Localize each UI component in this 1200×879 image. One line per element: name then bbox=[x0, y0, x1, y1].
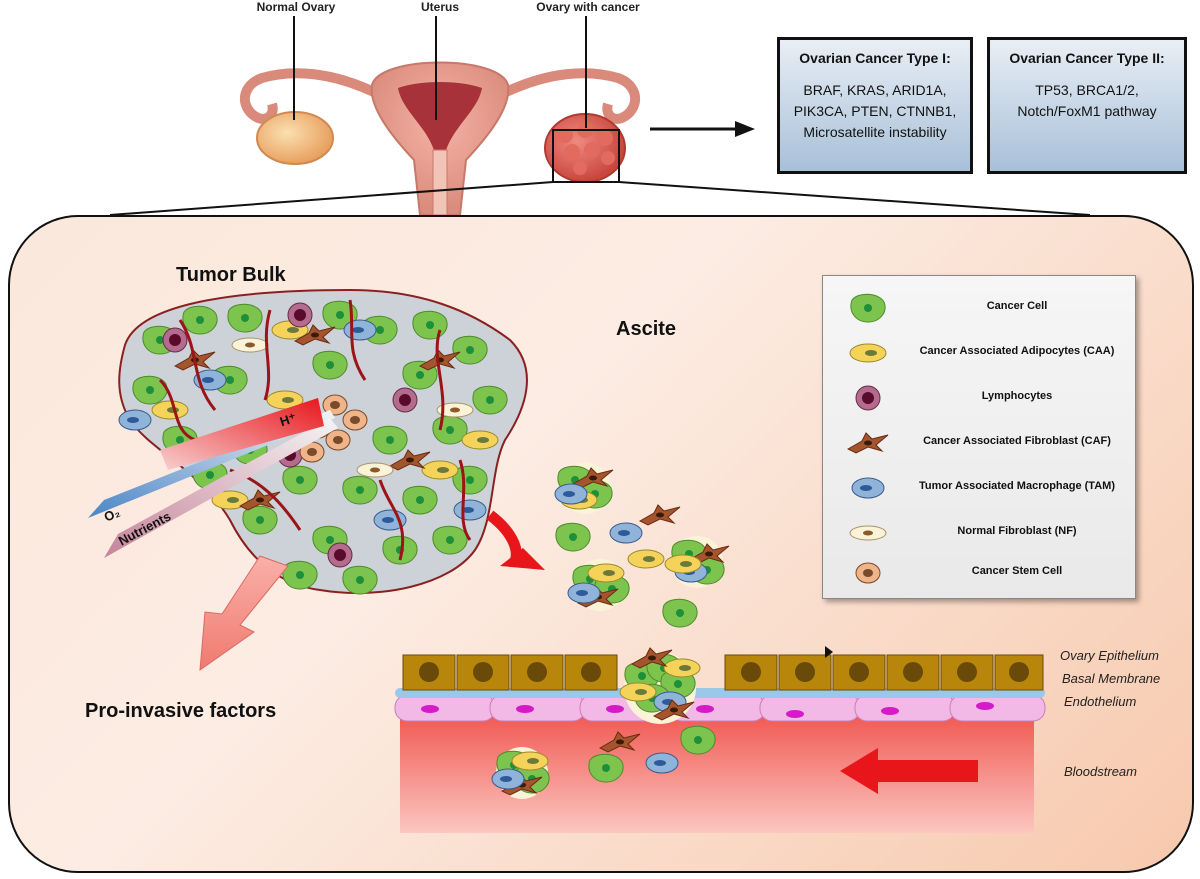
uterus-label: Uterus bbox=[420, 0, 459, 14]
endothelium-layer bbox=[394, 694, 1046, 722]
type2-title: Ovarian Cancer Type II: bbox=[1009, 50, 1165, 66]
ascite-cells bbox=[554, 462, 730, 628]
blood-cluster bbox=[491, 747, 550, 799]
ovary-epithelium-layer bbox=[402, 646, 1044, 691]
type2-gene-line: TP53, BRCA1/2, bbox=[1035, 82, 1139, 98]
type2-genes: TP53, BRCA1/2, Notch/FoxM1 pathway bbox=[990, 80, 1184, 122]
tumor-microenvironment-illustration bbox=[88, 288, 1046, 833]
type-arrow-head bbox=[735, 121, 755, 137]
type1-genes: BRAF, KRAS, ARID1A, PIK3CA, PTEN, CTNNB1… bbox=[780, 80, 970, 143]
zoom-box bbox=[552, 129, 620, 183]
legend-label: Normal Fibroblast (NF) bbox=[957, 525, 1077, 537]
type1-gene-line: BRAF, KRAS, ARID1A, bbox=[803, 82, 947, 98]
legend-label: Cancer Cell bbox=[986, 300, 1048, 312]
legend-label: Lymphocytes bbox=[981, 390, 1053, 402]
legend-label: Tumor Associated Macrophage (TAM) bbox=[919, 480, 1115, 492]
basal-membrane-label: Basal Membrane bbox=[1062, 671, 1161, 686]
ovary-epithelium-label: Ovary Epithelium bbox=[1060, 648, 1159, 663]
stem-cell-icon bbox=[855, 562, 881, 584]
normal-ovary-label: Normal Ovary bbox=[256, 0, 336, 14]
h-plus-gradient-wedge bbox=[160, 398, 324, 470]
pro-invasive-arrow bbox=[199, 555, 289, 672]
type2-box: Ovarian Cancer Type II: TP53, BRCA1/2, N… bbox=[987, 37, 1187, 174]
intravasated-cells bbox=[491, 725, 716, 799]
caf-icon bbox=[847, 432, 889, 454]
type1-title: Ovarian Cancer Type I: bbox=[799, 50, 951, 66]
legend: Cancer Cell Cancer Associated Adipocytes… bbox=[822, 275, 1136, 599]
legend-item: Cancer Associated Adipocytes (CAA) bbox=[823, 331, 1135, 375]
legend-item: Tumor Associated Macrophage (TAM) bbox=[823, 466, 1135, 510]
pro-invasive-title: Pro-invasive factors bbox=[85, 700, 277, 722]
dissemination-arrow bbox=[486, 510, 522, 564]
normal-fibroblast-icon bbox=[849, 525, 887, 541]
tumor-bulk-title: Tumor Bulk bbox=[176, 264, 286, 286]
lymphocyte-icon bbox=[855, 385, 881, 411]
ascite-cluster bbox=[567, 559, 630, 611]
legend-item: Normal Fibroblast (NF) bbox=[823, 511, 1135, 555]
cervix-canal bbox=[432, 149, 448, 216]
right-fallopian-tube bbox=[497, 68, 641, 124]
ascite-cluster bbox=[664, 536, 730, 588]
type2-gene-line: Notch/FoxM1 pathway bbox=[1017, 103, 1157, 119]
type1-gene-line: PIK3CA, PTEN, CTNNB1, bbox=[793, 103, 957, 119]
adipocyte-icon bbox=[849, 343, 887, 363]
legend-item: Lymphocytes bbox=[823, 376, 1135, 420]
uterine-cavity bbox=[398, 82, 482, 150]
ascite-title: Ascite bbox=[616, 318, 677, 340]
bloodstream-label: Bloodstream bbox=[1064, 764, 1137, 779]
legend-label: Cancer Associated Fibroblast (CAF) bbox=[923, 435, 1111, 447]
type1-gene-line: Microsatellite instability bbox=[803, 124, 947, 140]
invading-cluster bbox=[619, 647, 701, 724]
nutrients-gradient-wedge bbox=[104, 418, 338, 558]
legend-label: Cancer Stem Cell bbox=[971, 565, 1063, 577]
endothelium-label: Endothelium bbox=[1064, 694, 1137, 709]
ovary-with-cancer-label: Ovary with cancer bbox=[536, 0, 640, 14]
legend-item: Cancer Associated Fibroblast (CAF) bbox=[823, 421, 1135, 465]
uterus-anatomy-illustration bbox=[109, 16, 1091, 216]
cancer-cell-icon bbox=[850, 293, 886, 323]
left-fallopian-tube bbox=[239, 68, 383, 124]
tumor-blood-vessels bbox=[158, 299, 472, 561]
type1-box: Ovarian Cancer Type I: BRAF, KRAS, ARID1… bbox=[777, 37, 973, 174]
ascite-cluster bbox=[554, 462, 614, 514]
legend-label: Cancer Associated Adipocytes (CAA) bbox=[919, 345, 1115, 357]
legend-item: Cancer Stem Cell bbox=[823, 551, 1135, 595]
blood-flow-arrow bbox=[840, 748, 978, 794]
legend-item: Cancer Cell bbox=[823, 286, 1135, 330]
macrophage-icon bbox=[851, 477, 885, 499]
